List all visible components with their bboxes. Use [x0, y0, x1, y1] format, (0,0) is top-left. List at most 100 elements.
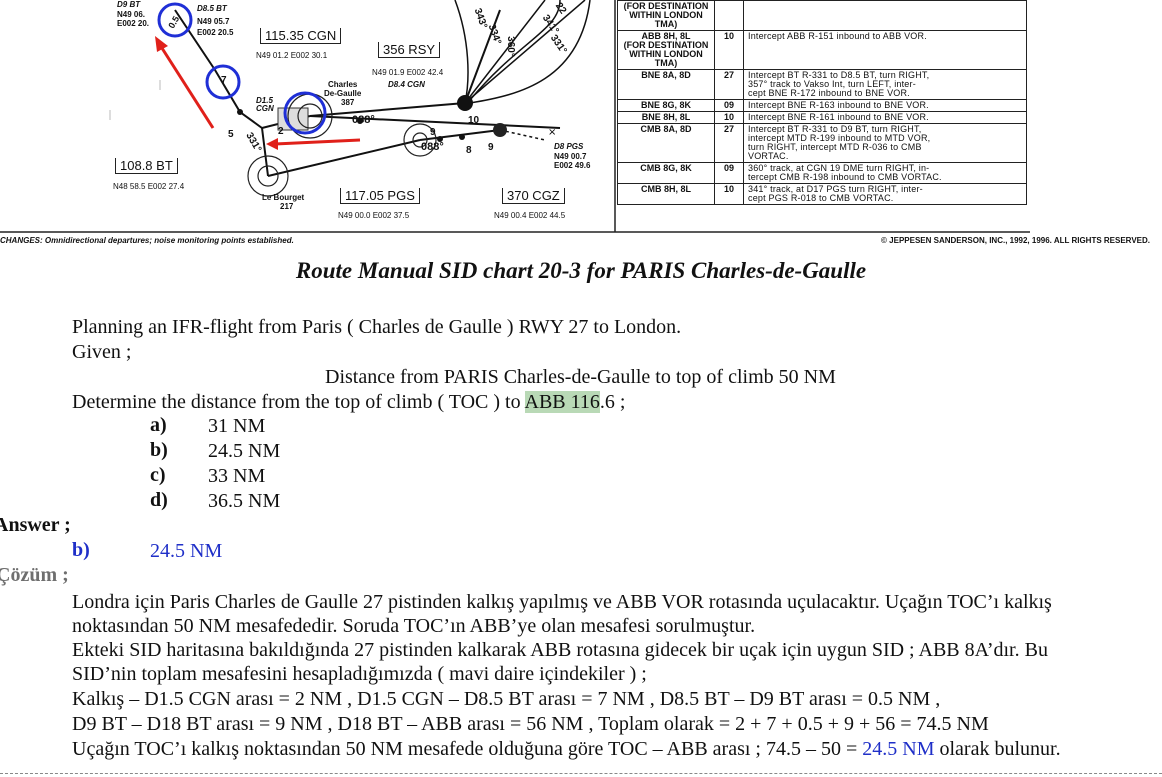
airport-elev: 217 — [280, 202, 294, 211]
sid-runway: 10 — [714, 183, 744, 205]
fix-label: D8.4 CGN — [388, 80, 425, 89]
navaid-box: 108.8 BT — [115, 158, 178, 174]
sid-procedure: BNE 8G, 8K — [617, 99, 715, 112]
question-line: Determine the distance from the top of c… — [72, 390, 625, 414]
distance-label: 2 — [278, 126, 284, 137]
solution-result: 24.5 NM — [862, 738, 935, 760]
fix-coord: N49 06. — [117, 10, 146, 19]
airport-label: Le Bourget — [262, 193, 305, 202]
solution-text: olarak bulunur. — [934, 738, 1061, 760]
navaid-coord: N49 00.4 E002 44.5 — [494, 211, 566, 220]
fix-coord: E002 49.6 — [554, 161, 591, 170]
fix-label: CGN — [256, 104, 274, 113]
option-text: 31 NM — [208, 415, 266, 437]
fix-label: D8 PGS — [554, 142, 584, 151]
distance-label: 8 — [466, 145, 472, 156]
fix-label: D9 BT — [117, 0, 141, 9]
sid-procedure: (FOR DESTINATION WITHIN LONDON TMA) — [617, 0, 715, 31]
fix-coord: N49 05.7 — [197, 17, 230, 26]
fix-coord: E002 20. — [117, 19, 150, 28]
highlight-circle — [283, 91, 327, 135]
navaid-box: 370 CGZ — [502, 188, 565, 204]
option-text: 24.5 NM — [208, 440, 281, 462]
sid-procedure: BNE 8H, 8L — [617, 111, 715, 124]
svg-text:×: × — [548, 127, 556, 138]
sid-description: Intercept BNE R-161 inbound to BNE VOR. — [743, 111, 1027, 124]
sid-procedure: CMB 8A, 8D — [617, 123, 715, 163]
distance-label: 5 — [228, 129, 234, 140]
navaid-box: 115.35 CGN — [260, 28, 342, 44]
solution-heading: Çözüm ; — [0, 564, 69, 586]
sid-procedure: CMB 8G, 8K — [617, 162, 715, 184]
airport-label: De-Gaulle — [324, 89, 362, 98]
distance-label: 9 — [430, 127, 436, 138]
sid-description: Intercept ABB R-151 inbound to ABB VOR. — [743, 30, 1027, 70]
fix-coord: N49 00.7 — [554, 152, 587, 161]
answer-text: 24.5 NM — [150, 540, 223, 562]
question-text: Determine the distance from the top of c… — [72, 391, 525, 413]
solution-line: Londra için Paris Charles de Gaulle 27 p… — [72, 591, 1052, 613]
question-line: Distance from PARIS Charles-de-Gaulle to… — [325, 366, 836, 388]
sid-procedure: ABB 8H, 8L (FOR DESTINATION WITHIN LONDO… — [617, 30, 715, 70]
option-letter: c) — [150, 464, 166, 486]
option-letter: d) — [150, 489, 168, 511]
sid-procedure: BNE 8A, 8D — [617, 69, 715, 100]
sid-runway — [714, 0, 744, 31]
radial-label: 088° — [421, 141, 444, 153]
option-text: 33 NM — [208, 465, 266, 487]
airport-elev: 387 — [341, 98, 355, 107]
sid-description: Intercept BT R-331 to D9 BT, turn RIGHT,… — [743, 123, 1027, 163]
navaid-box: 117.05 PGS — [340, 188, 420, 204]
highlighted-text: ABB 116 — [524, 391, 600, 413]
sid-table: (FOR DESTINATION WITHIN LONDON TMA)ABB 8… — [617, 0, 1027, 205]
figure-caption: Route Manual SID chart 20-3 for PARIS Ch… — [295, 258, 867, 283]
option-text: 36.5 NM — [208, 490, 281, 512]
changes-note: CHANGES: Omnidirectional departures; noi… — [0, 236, 294, 245]
sid-table-row: ABB 8H, 8L (FOR DESTINATION WITHIN LONDO… — [617, 30, 1027, 70]
option-letter: a) — [150, 414, 167, 436]
fix-coord: E002 20.5 — [197, 28, 234, 37]
highlight-circle — [157, 2, 193, 38]
solution-line: SID’nin toplam mesafesini hesapladığımız… — [72, 663, 647, 685]
sid-runway: 27 — [714, 69, 744, 100]
answer-letter: b) — [72, 539, 90, 561]
fix-label: D1.5 — [256, 96, 273, 105]
distance-label: 10 — [468, 115, 480, 126]
distance-label: 7 — [221, 75, 227, 86]
sid-description: 360° track, at CGN 19 DME turn RIGHT, in… — [743, 162, 1027, 184]
sid-chart-graphic: × — [0, 0, 1030, 233]
sid-procedure: CMB 8H, 8L — [617, 183, 715, 205]
question-text: .6 ; — [599, 391, 626, 413]
radial-label: 088° — [352, 114, 375, 126]
navaid-coord: N49 00.0 E002 37.5 — [338, 211, 410, 220]
sid-runway: 10 — [714, 30, 744, 70]
page-divider — [0, 773, 1162, 774]
distance-label: 9 — [488, 142, 494, 153]
sid-runway: 09 — [714, 99, 744, 112]
answer-heading: Answer ; — [0, 514, 71, 536]
sid-table-row: (FOR DESTINATION WITHIN LONDON TMA) — [617, 0, 1027, 31]
solution-line: noktasından 50 NM mesafededir. Soruda TO… — [72, 615, 756, 637]
solution-line: Kalkış – D1.5 CGN arası = 2 NM , D1.5 CG… — [72, 688, 941, 710]
airport-label: Charles — [328, 80, 358, 89]
sid-runway: 10 — [714, 111, 744, 124]
solution-line: D9 BT – D18 BT arası = 9 NM , D18 BT – A… — [72, 713, 989, 735]
question-line: Given ; — [72, 341, 132, 363]
sid-chart: × D9 BT N49 06. E002 20. D8.5 BT N49 05.… — [0, 0, 1162, 250]
fix-label: D8.5 BT — [197, 4, 227, 13]
sid-description: 341° track, at D17 PGS turn RIGHT, inter… — [743, 183, 1027, 205]
sid-description: Intercept BT R-331 to D8.5 BT, turn RIGH… — [743, 69, 1027, 100]
highlight-circle — [205, 64, 241, 100]
sid-runway: 09 — [714, 162, 744, 184]
sid-runway: 27 — [714, 123, 744, 163]
sid-description: Intercept BNE R-163 inbound to BNE VOR. — [743, 99, 1027, 112]
solution-line: Uçağın TOC’ı kalkış noktasından 50 NM me… — [72, 737, 1061, 761]
option-letter: b) — [150, 439, 168, 461]
question-line: Planning an IFR-flight from Paris ( Char… — [72, 316, 682, 338]
